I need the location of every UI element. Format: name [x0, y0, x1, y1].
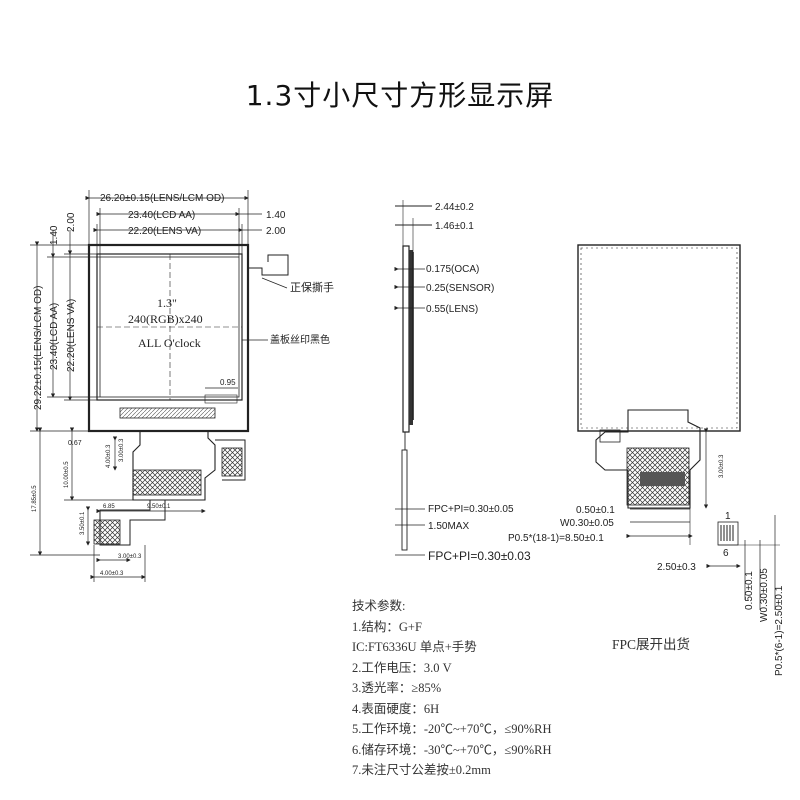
- spec-line: 1.结构：G+F: [352, 619, 422, 634]
- front-view-dimensions: [30, 190, 262, 582]
- fpc-d1000: 10.00±0.5: [64, 461, 70, 488]
- back-w030: W0.30±0.05: [560, 518, 614, 529]
- spec-line: 7.未注尺寸公差按±0.2mm: [352, 763, 491, 777]
- dim-left-2: 2.00: [66, 212, 77, 232]
- fpc-d350: 3.50±0.1: [80, 511, 86, 535]
- oca-thickness: 0.175(OCA): [426, 264, 479, 275]
- fpc-d067: 0.67: [68, 440, 82, 447]
- fpc-d300b: 3.00±0.3: [118, 554, 142, 560]
- back-vpitch: P0.5*(6-1)=2.50±0.1: [774, 585, 785, 676]
- fpc-pi-1: FPC+PI=0.30±0.05: [428, 504, 514, 515]
- front-view: [87, 243, 289, 546]
- screen-size: 1.3": [157, 296, 177, 310]
- back-view: [577, 244, 780, 610]
- dim-095: 0.95: [220, 378, 236, 387]
- pin-6: 6: [723, 548, 729, 559]
- pin-1: 1: [725, 511, 731, 522]
- back-view-labels: 3.00±0.3 0.50±0.1 W0.30±0.05 P0.5*(18-1)…: [508, 454, 785, 676]
- fpc-d300: 3.00±0.3: [119, 438, 125, 462]
- orientation: ALL O'clock: [138, 336, 201, 350]
- dim-right-1: 1.40: [266, 210, 286, 221]
- vdim-lcd-aa: 23.40(LCD AA): [49, 303, 60, 370]
- specs-heading: 技术参数:: [352, 599, 406, 613]
- back-d050: 0.50±0.1: [576, 505, 615, 516]
- spec-line: 4.表面硬度：6H: [352, 701, 440, 716]
- spec-line: 2.工作电压：3.0 V: [352, 660, 452, 675]
- max-thickness: 1.50MAX: [428, 521, 469, 532]
- fpc-d685: 6.85: [103, 504, 115, 510]
- sensor-thickness: 0.25(SENSOR): [426, 283, 494, 294]
- spec-line: 5.工作环境：-20℃~+70℃，≤90%RH: [352, 722, 552, 736]
- fpc-d950: 9.50±0.1: [147, 504, 171, 510]
- front-view-labels: 26.20±0.15(LENS/LCM OD) 23.40(LCD AA) 22…: [32, 193, 334, 577]
- side-view-labels: 2.44±0.2 1.46±0.1 0.175(OCA) 0.25(SENSOR…: [426, 202, 531, 563]
- back-d250: 2.50±0.3: [657, 562, 696, 573]
- label-print: 盖板丝印黑色: [270, 333, 330, 346]
- spec-line: 3.透光率：≥85%: [352, 681, 442, 695]
- resolution: 240(RGB)x240: [128, 312, 203, 326]
- fpc-note: FPC展开出货: [612, 637, 691, 652]
- fpc-pi-2: FPC+PI=0.30±0.03: [428, 549, 531, 563]
- page-title: 1.3寸小尺寸方形显示屏: [245, 79, 555, 112]
- fpc-d400b: 4.00±0.3: [100, 571, 124, 577]
- dim-right-2: 2.00: [266, 226, 286, 237]
- back-d300: 3.00±0.3: [719, 454, 725, 478]
- label-protect: 正保撕手: [290, 280, 334, 294]
- fpc-d400: 4.00±0.3: [106, 444, 112, 468]
- thickness-146: 1.46±0.1: [435, 221, 474, 232]
- side-view: [394, 200, 432, 556]
- back-vw030: W0.30±0.05: [759, 568, 770, 622]
- vdim-lens-va: 22.20(LENS VA): [66, 299, 77, 372]
- spec-line: 6.储存环境：-30℃~+70℃，≤90%RH: [352, 742, 552, 757]
- dim-lens-lcm-od: 26.20±0.15(LENS/LCM OD): [100, 193, 224, 204]
- thickness-244: 2.44±0.2: [435, 202, 474, 213]
- tech-specs: 技术参数: 1.结构：G+F IC:FT6336U 单点+手势 2.工作电压：3…: [352, 596, 552, 781]
- dim-lcd-aa: 23.40(LCD AA): [128, 210, 195, 221]
- dim-left-1: 1.40: [49, 225, 60, 245]
- spec-line: IC:FT6336U 单点+手势: [352, 640, 477, 654]
- lens-thickness: 0.55(LENS): [426, 304, 478, 315]
- back-pitch: P0.5*(18-1)=8.50±0.1: [508, 533, 604, 544]
- dim-lens-va: 22.20(LENS VA): [128, 226, 201, 237]
- vdim-lens-lcm-od: 29.22±0.15(LENS/LCM OD): [33, 286, 44, 410]
- fpc-d1785: 17.85±0.5: [32, 485, 38, 512]
- back-v050: 0.50±0.1: [744, 571, 755, 610]
